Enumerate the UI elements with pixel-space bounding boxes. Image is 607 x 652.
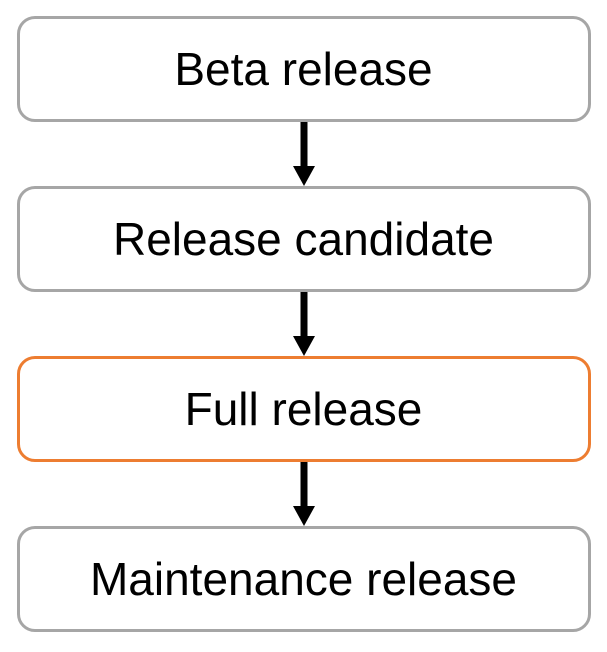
arrow-down-icon [292,122,315,186]
node-full-release: Full release [16,356,591,462]
node-beta-release: Beta release [16,16,591,122]
arrow-down-icon [292,462,315,526]
node-full-release-label: Full release [184,383,423,435]
node-beta-release-label: Beta release [174,43,433,95]
arrow-down-icon [292,292,315,356]
node-maintenance-release: Maintenance release [16,526,591,632]
node-release-candidate-label: Release candidate [112,213,495,265]
node-maintenance-release-label: Maintenance release [89,553,518,605]
node-release-candidate: Release candidate [16,186,591,292]
